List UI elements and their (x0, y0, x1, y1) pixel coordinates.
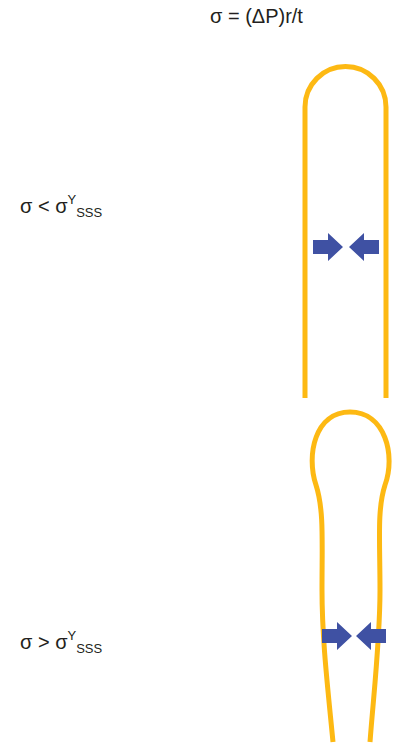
collapsed-tube-wall (312, 412, 389, 742)
formula: σ = (ΔP)r/t (210, 6, 303, 26)
math-text: σ < σ (20, 195, 67, 217)
tube-wall (305, 67, 386, 399)
condition-label: σ > σYSSS (20, 632, 102, 652)
pressure-arrow (356, 622, 386, 650)
pressure-arrow (313, 233, 343, 261)
superscript: Y (67, 192, 76, 207)
math-text: σ > σ (20, 631, 67, 653)
condition-label: σ < σYSSS (20, 196, 102, 216)
math-text: σ = (ΔP)r/t (210, 5, 303, 27)
subscript: SSS (76, 205, 102, 220)
pressure-arrow (349, 233, 379, 261)
subscript: SSS (76, 641, 102, 656)
superscript: Y (67, 628, 76, 643)
pressure-arrow (322, 622, 352, 650)
